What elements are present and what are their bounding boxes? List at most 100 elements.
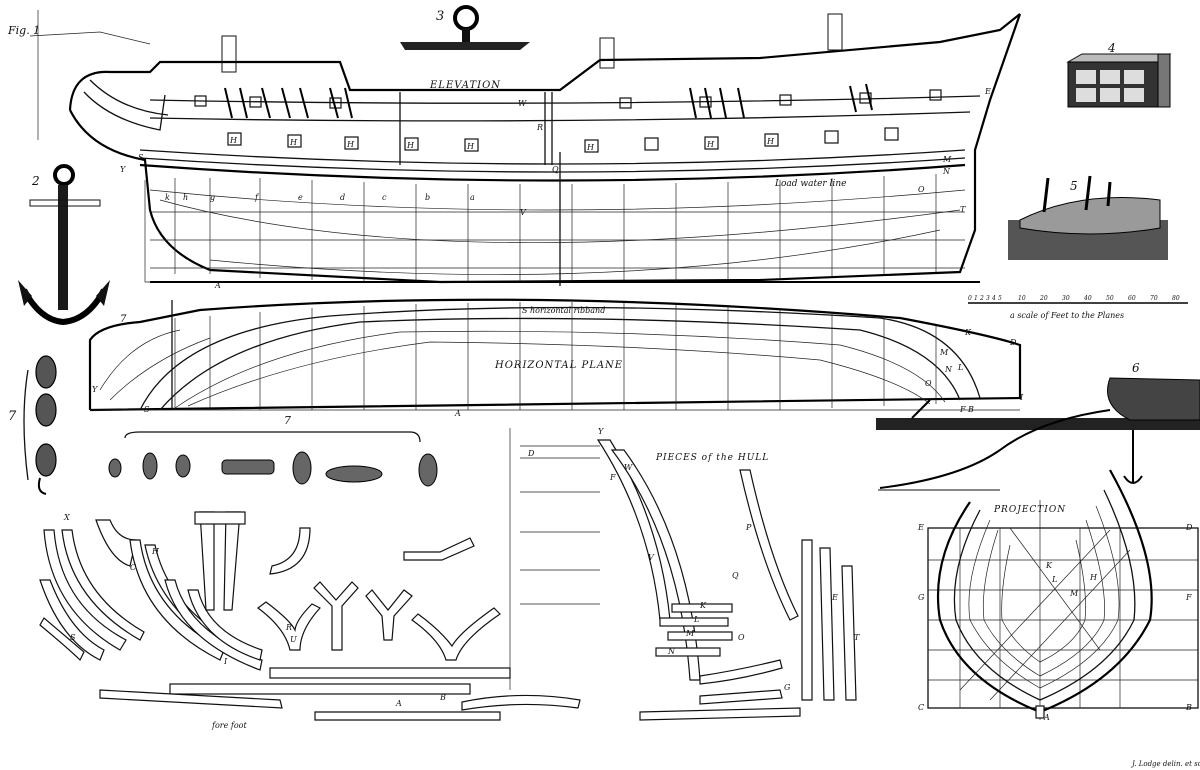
plate-label: 7 <box>284 414 291 427</box>
plate-label: R <box>536 123 543 132</box>
pieces-of-hull: PIECES of the HULL fore foot <box>39 427 860 730</box>
plate-label: F <box>1185 593 1192 602</box>
plate-label: G <box>918 593 925 602</box>
plate-label: S <box>144 405 150 414</box>
plate-label: T <box>854 633 860 642</box>
projection-title: PROJECTION <box>993 505 1066 515</box>
figure-7-blocks: 7 7 <box>8 355 438 495</box>
plate-label: 20 <box>1039 295 1048 302</box>
plate-label: T <box>960 205 966 214</box>
figure-6-number: 6 <box>1132 361 1140 375</box>
plate-label: 40 <box>1083 295 1092 302</box>
plate-label: K <box>699 601 707 610</box>
scale-caption: a scale of Feet to the Planes <box>1010 311 1124 320</box>
plate-label: 4 <box>991 295 996 302</box>
plate-label: D <box>1185 523 1193 532</box>
plate-label: V <box>520 208 527 217</box>
plate-label: e <box>298 193 303 202</box>
plate-label: D <box>527 449 535 458</box>
plate-label: c <box>382 193 387 202</box>
plate-label: B <box>967 405 974 414</box>
plate-label: H <box>406 141 415 150</box>
plate-label: K <box>964 328 972 337</box>
plate-label: Q <box>732 571 739 580</box>
plate-label: R <box>285 623 292 632</box>
plate-label: A <box>395 699 402 708</box>
plate-label: E <box>831 593 838 602</box>
figure-2-anchor: 2 <box>18 164 110 326</box>
plate-label: S <box>138 153 144 162</box>
elevation-drawing: ELEVATION Load water line H H H H H H H … <box>68 13 1022 290</box>
plate-label: H <box>466 142 475 151</box>
plate-label: 0 <box>968 295 972 302</box>
plate-label: A <box>214 281 221 290</box>
figure-5-number: 5 <box>1070 179 1078 193</box>
plate-label: B <box>1185 703 1192 712</box>
plate-label: O <box>738 633 745 642</box>
plate-label: B <box>439 693 446 702</box>
figure-3-number: 3 <box>436 9 444 24</box>
plate-label: P <box>745 523 752 532</box>
plate-label: E <box>984 87 991 96</box>
plate-label: 60 <box>1128 295 1136 302</box>
plate-label: h <box>183 193 188 202</box>
plate-label: E <box>917 523 924 532</box>
plate-label: N <box>667 647 676 656</box>
plate-label: H <box>706 140 715 149</box>
plate-label: Y <box>120 165 126 174</box>
plate-label: k <box>165 193 170 202</box>
plate-label: H <box>1089 573 1098 582</box>
plate-label: H <box>766 137 775 146</box>
plate-label: H <box>229 136 238 145</box>
figure-4-number: 4 <box>1107 41 1116 55</box>
plate-label: M <box>939 348 949 357</box>
figure-6-ship-at-anchor: 6 <box>876 361 1200 491</box>
plate-label: A <box>454 409 461 418</box>
plate-label: H <box>586 143 595 152</box>
horizontal-plane-drawing: 7 HORIZONTAL PLANE S horizontal ribband … <box>88 298 1024 418</box>
plate-label: L <box>1051 575 1057 584</box>
plate-label: d <box>340 193 345 202</box>
horizontal-plane-title: HORIZONTAL PLANE <box>494 360 623 371</box>
plate-label: 50 <box>1106 295 1114 302</box>
plate-label: b <box>425 193 430 202</box>
plate-label: M <box>685 629 695 638</box>
load-waterline-label: Load water line <box>774 179 846 189</box>
plate-label: W <box>518 99 527 108</box>
plate-label: D <box>1009 338 1017 347</box>
plate-label: W <box>624 463 633 472</box>
plate-label: H <box>289 138 298 147</box>
plate-label: X <box>63 513 70 522</box>
plate-label: V <box>648 553 655 562</box>
plate-label: F <box>609 473 616 482</box>
plate-label: Y <box>92 385 98 394</box>
plate-label: O <box>925 379 932 388</box>
figure-2-number: 2 <box>31 174 40 188</box>
plate-label: K <box>1045 561 1053 570</box>
plate-label: 70 <box>1150 295 1158 302</box>
plate-label: A <box>1043 713 1050 722</box>
plate-label: H <box>151 547 160 556</box>
projection-drawing: PROJECTION E D G F B A C H M L K <box>917 469 1199 722</box>
plate-label: Q <box>552 165 559 174</box>
plate-label: C <box>918 703 924 712</box>
plate-label: M <box>1069 589 1079 598</box>
plate-label: L <box>957 363 963 372</box>
plate-label: I <box>223 657 228 666</box>
figure-5-hull-sketch: 5 <box>1008 175 1168 260</box>
horizontal-fig-number: 7 <box>120 314 127 325</box>
plate-label: F <box>959 405 966 414</box>
figure-7-number: 7 <box>8 409 17 424</box>
plate-label: U <box>290 635 297 644</box>
plate-label: 5 <box>998 295 1002 302</box>
plate-label: S <box>70 633 76 642</box>
plate-label: C <box>130 563 136 572</box>
fig-1-label: Fig. 1 <box>7 24 40 37</box>
fore-foot-label: fore foot <box>211 721 247 730</box>
engraver-credit: J. Lodge delin. et sculp. <box>1130 760 1200 768</box>
plate-label: N <box>944 365 953 374</box>
plate-label: G <box>784 683 791 692</box>
plate-label: I <box>1019 393 1024 402</box>
